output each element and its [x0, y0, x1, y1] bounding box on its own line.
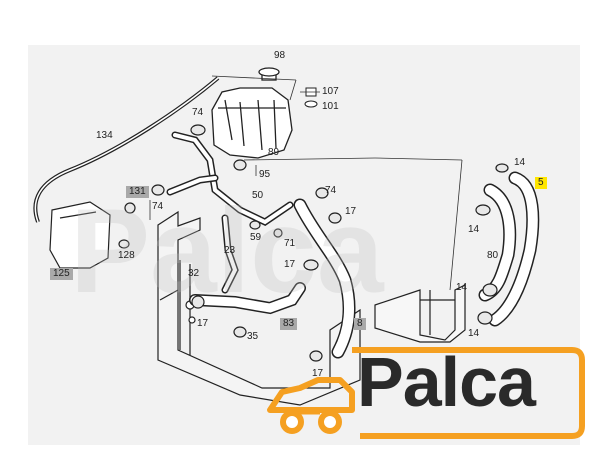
palca-car-icon: [267, 377, 355, 434]
part-label-5: 5: [535, 177, 547, 189]
expansion-tank: [211, 67, 293, 159]
hose-clamps: [118, 124, 509, 362]
part-label-74-b: 74: [152, 201, 164, 212]
part-label-131: 131: [126, 186, 149, 198]
part-label-35: 35: [247, 331, 259, 342]
part-label-107: 107: [322, 86, 339, 97]
part-label-83: 83: [280, 318, 298, 330]
part-label-14-c: 14: [456, 282, 468, 293]
part-label-74: 74: [192, 107, 204, 118]
part-label-59: 59: [250, 232, 262, 243]
part-label-80: 80: [487, 250, 499, 261]
palca-brand-name: Palca: [357, 343, 536, 421]
reservoir-125: [49, 201, 111, 269]
heat-exchanger: [374, 284, 466, 343]
part-label-8: 8: [354, 318, 366, 330]
part-label-128: 128: [118, 250, 135, 261]
part-label-98: 98: [274, 50, 286, 61]
part-label-134: 134: [96, 130, 113, 141]
part-label-17-c: 17: [197, 318, 209, 329]
part-label-74-c: 74: [325, 185, 337, 196]
part-label-71: 71: [284, 238, 296, 249]
part-label-101: 101: [322, 101, 339, 112]
palca-logo-frame: [352, 347, 585, 439]
watermark-text: Palca: [70, 184, 385, 318]
part-label-14-b: 14: [468, 224, 480, 235]
leader-lines: [149, 75, 463, 291]
part-label-14-d: 14: [468, 328, 480, 339]
part-label-50: 50: [252, 190, 264, 201]
part-label-14: 14: [514, 157, 526, 168]
part-label-125: 125: [50, 268, 73, 280]
part-label-17-b: 17: [284, 259, 296, 270]
part-label-32: 32: [188, 268, 200, 279]
part-label-89: 89: [268, 147, 280, 158]
part-label-17: 17: [345, 206, 357, 217]
part-label-17-d: 17: [312, 368, 324, 379]
part-label-95: 95: [259, 169, 271, 180]
part-label-23: 23: [224, 245, 236, 256]
